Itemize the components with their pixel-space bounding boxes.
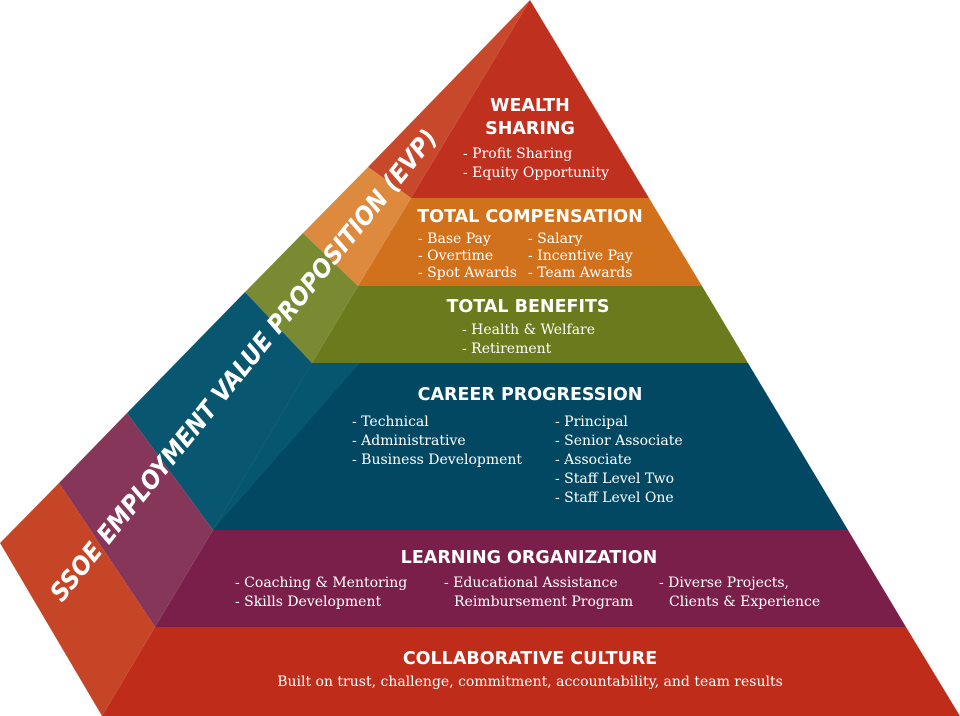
wealth-item: - Profit Sharing	[463, 146, 572, 162]
tier-total-compensation	[358, 198, 702, 286]
side-total-benefits	[245, 233, 358, 363]
compensation-item: - Spot Awards	[418, 265, 517, 281]
tier-total-benefits	[312, 286, 748, 363]
benefits-item: - Health & Welfare	[462, 322, 595, 338]
compensation-item: - Incentive Pay	[528, 248, 633, 264]
tier-wealth-sharing	[411, 0, 649, 198]
career-item: - Staff Level Two	[555, 471, 674, 487]
learning-item: - Skills Development	[235, 594, 381, 610]
side-learning-organization	[59, 413, 213, 627]
learning-organization-title: LEARNING ORGANIZATION	[401, 548, 658, 568]
career-item: - Principal	[555, 414, 628, 430]
wealth-item: - Equity Opportunity	[463, 165, 609, 181]
wealth-sharing-title-2: SHARING	[485, 119, 575, 139]
side-wealth-sharing	[368, 0, 530, 198]
tier-career-progression	[213, 363, 848, 530]
career-item: - Staff Level One	[555, 490, 674, 506]
career-item: - Business Development	[352, 452, 522, 468]
collaborative-culture-title: COLLABORATIVE CULTURE	[403, 649, 657, 669]
career-item: - Technical	[352, 414, 429, 430]
learning-item: Clients & Experience	[669, 594, 820, 610]
tier-learning-organization	[155, 530, 906, 627]
compensation-item: - Salary	[528, 231, 583, 247]
side-collaborative-culture	[0, 483, 155, 716]
learning-item: - Coaching & Mentoring	[235, 575, 407, 591]
career-item: - Senior Associate	[555, 433, 683, 449]
career-item: - Administrative	[352, 433, 466, 449]
side-career-progression	[127, 292, 312, 530]
learning-item: - Educational Assistance	[444, 575, 618, 591]
side-total-compensation	[303, 167, 411, 286]
compensation-item: - Team Awards	[528, 265, 632, 281]
career-progression-title: CAREER PROGRESSION	[418, 385, 643, 405]
tier-collaborative-culture	[102, 627, 960, 716]
benefits-item: - Retirement	[462, 341, 552, 357]
wealth-sharing-title-1: WEALTH	[490, 96, 570, 116]
total-benefits-title: TOTAL BENEFITS	[446, 297, 609, 317]
career-item: - Associate	[555, 452, 632, 468]
compensation-item: - Base Pay	[418, 231, 491, 247]
collaborative-culture-subtitle: Built on trust, challenge, commitment, a…	[277, 674, 783, 690]
total-compensation-title: TOTAL COMPENSATION	[417, 207, 643, 227]
compensation-item: - Overtime	[418, 248, 493, 264]
career-shading	[213, 363, 360, 530]
learning-item: Reimbursement Program	[454, 594, 633, 610]
learning-item: - Diverse Projects,	[659, 575, 789, 591]
